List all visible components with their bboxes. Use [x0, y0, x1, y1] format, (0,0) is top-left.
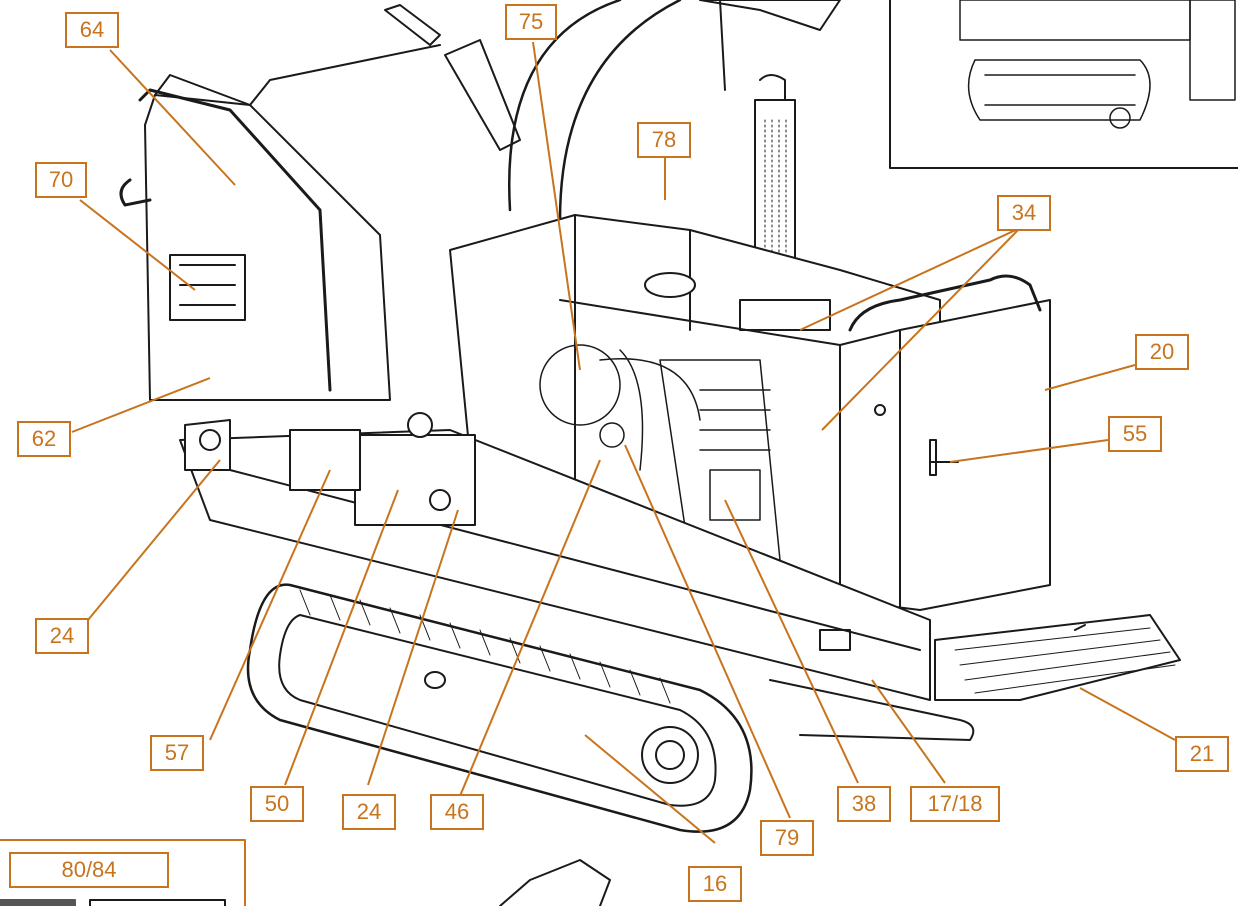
callout-label-38: 38	[837, 786, 891, 822]
side-panel	[839, 299, 1051, 611]
engine-internals	[539, 344, 781, 561]
leader-lines	[71, 41, 1176, 844]
drive-sprocket	[641, 726, 699, 784]
callout-label-24-left: 24	[35, 618, 89, 654]
callout-label-62: 62	[17, 421, 71, 457]
callout-label-16: 16	[688, 866, 742, 902]
track-inner	[278, 614, 717, 807]
callout-label-57: 57	[150, 735, 204, 771]
callout-label-80-84: 80/84	[9, 852, 169, 888]
callout-label-64: 64	[65, 12, 119, 48]
callout-label-70: 70	[35, 162, 87, 198]
callout-label-20: 20	[1135, 334, 1189, 370]
roll-bar	[848, 274, 1042, 332]
callout-label-79: 79	[760, 820, 814, 856]
exhaust-perforations	[764, 119, 787, 281]
callout-label-75: 75	[505, 4, 557, 40]
callout-label-50: 50	[250, 786, 304, 822]
step-plate	[934, 614, 1181, 701]
callout-label-17-18: 17/18	[910, 786, 1000, 822]
hitch	[184, 419, 231, 471]
step-grid	[954, 627, 1176, 694]
callout-label-55: 55	[1108, 416, 1162, 452]
hopper-handle	[119, 88, 332, 392]
callout-label-34: 34	[997, 195, 1051, 231]
bottom-fragment	[499, 859, 611, 907]
callout-label-24-center: 24	[342, 794, 396, 830]
callout-label-78: 78	[637, 122, 691, 158]
callout-label-21: 21	[1175, 736, 1229, 772]
track-treads	[299, 589, 671, 704]
inset-machine	[959, 0, 1236, 129]
inset-bottom-frame	[0, 839, 246, 907]
inset-frame	[889, 0, 1238, 169]
hopper	[144, 94, 391, 401]
callout-label-46: 46	[430, 794, 484, 830]
discharge-chute	[508, 0, 682, 222]
